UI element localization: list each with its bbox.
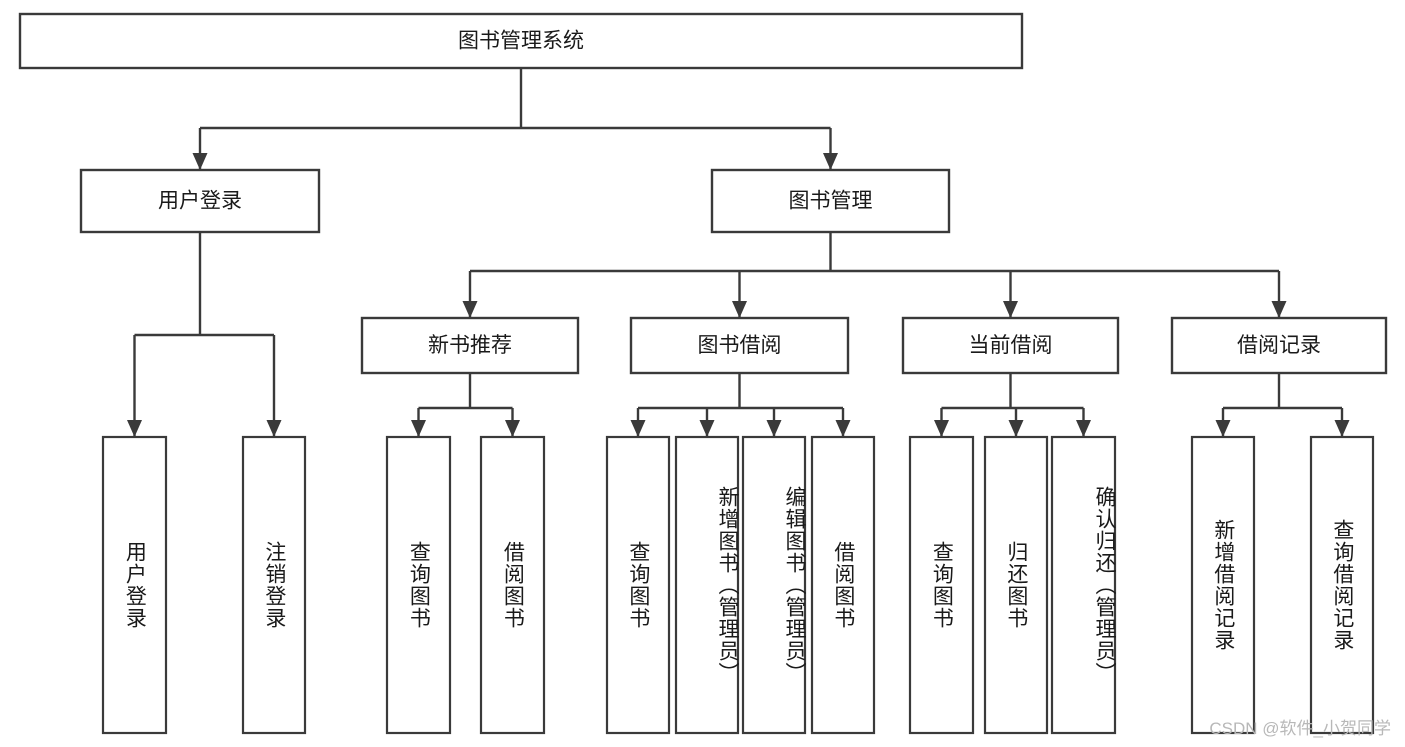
arrowhead-icon bbox=[630, 420, 646, 437]
arrowhead-icon bbox=[266, 420, 282, 437]
level3-node-new-book-rec-box[interactable] bbox=[360, 316, 580, 375]
level2-node-book-manage-label: 图书管理 bbox=[789, 190, 873, 213]
arrowhead-icon bbox=[732, 301, 747, 318]
leaf-node-leaf-edit-book-box[interactable] bbox=[741, 435, 807, 735]
leaf-node-leaf-add-book-box[interactable] bbox=[674, 435, 740, 735]
edges-layer bbox=[127, 68, 1350, 437]
arrowhead-icon bbox=[192, 153, 208, 170]
arrowhead-icon bbox=[1003, 301, 1018, 318]
leaf-node-leaf-query-book-3-box[interactable] bbox=[908, 435, 975, 735]
arrowhead-icon bbox=[1271, 301, 1287, 318]
arrowhead-icon bbox=[699, 420, 715, 437]
arrowhead-icon bbox=[823, 153, 838, 170]
leaf-node-leaf-query-book-2-box[interactable] bbox=[605, 435, 671, 735]
arrowhead-icon bbox=[505, 420, 520, 437]
level3-node-borrow-record-label: 借阅记录 bbox=[1237, 334, 1321, 357]
arrowhead-icon bbox=[411, 420, 426, 437]
leaf-node-leaf-borrow-book-2-box[interactable] bbox=[810, 435, 876, 735]
arrowhead-icon bbox=[1076, 420, 1091, 437]
level3-node-new-book-rec-label: 新书推荐 bbox=[428, 334, 512, 357]
leaf-node-leaf-query-record-box[interactable] bbox=[1309, 435, 1375, 735]
level3-node-current-borrow-box[interactable] bbox=[901, 316, 1120, 375]
level3-node-book-borrow-box[interactable] bbox=[629, 316, 850, 375]
level3-node-book-borrow-label: 图书借阅 bbox=[698, 334, 782, 357]
leaf-node-leaf-add-record-box[interactable] bbox=[1190, 435, 1256, 735]
arrowhead-icon bbox=[835, 420, 851, 437]
leaf-node-leaf-return-book-box[interactable] bbox=[983, 435, 1049, 735]
arrowhead-icon bbox=[127, 420, 142, 437]
level3-node-borrow-record-box[interactable] bbox=[1170, 316, 1388, 375]
level3-node-current-borrow-label: 当前借阅 bbox=[969, 334, 1053, 357]
level2-node-user-login-box[interactable] bbox=[79, 168, 321, 234]
leaf-node-leaf-confirm-return-box[interactable] bbox=[1050, 435, 1117, 735]
leaf-node-leaf-query-book-1-box[interactable] bbox=[385, 435, 452, 735]
leaf-node-leaf-logout-box[interactable] bbox=[241, 435, 307, 735]
arrowhead-icon bbox=[1215, 420, 1231, 437]
root-node-box[interactable] bbox=[18, 12, 1024, 70]
leaf-node-leaf-user-login-box[interactable] bbox=[101, 435, 168, 735]
arrowhead-icon bbox=[934, 420, 949, 437]
watermark-text: CSDN @软件_小贺同学 bbox=[1209, 719, 1391, 738]
level2-node-book-manage-box[interactable] bbox=[710, 168, 951, 234]
arrowhead-icon bbox=[462, 301, 478, 318]
arrowhead-icon bbox=[1008, 420, 1024, 437]
arrowhead-icon bbox=[1334, 420, 1350, 437]
level2-node-user-login-label: 用户登录 bbox=[158, 190, 242, 213]
leaf-node-leaf-borrow-book-1-box[interactable] bbox=[479, 435, 546, 735]
arrowhead-icon bbox=[766, 420, 782, 437]
root-node-label: 图书管理系统 bbox=[458, 30, 584, 53]
